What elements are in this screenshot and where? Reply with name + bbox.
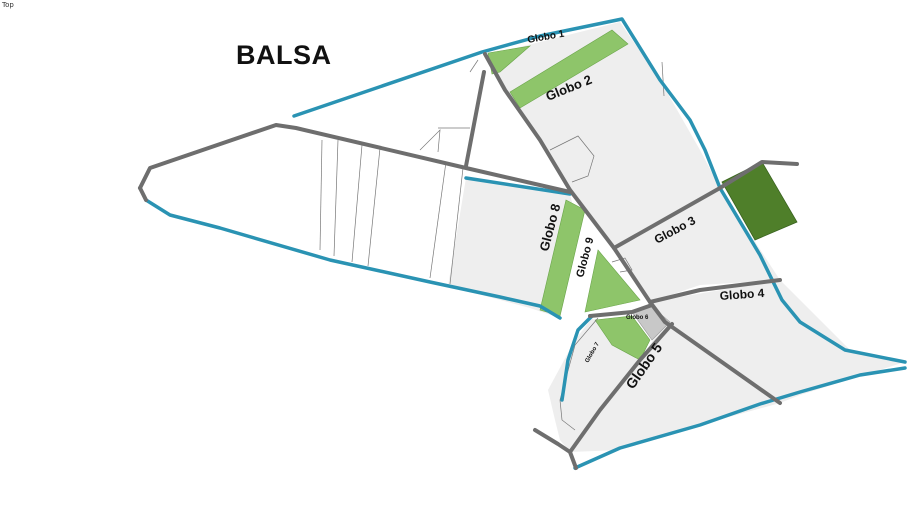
road-globo-5 [568, 322, 674, 454]
road-west-tip [138, 186, 148, 202]
vegetation-globo-2 [509, 29, 629, 109]
river-north [292, 17, 907, 364]
road-west [138, 123, 572, 194]
vegetation-globo-9 [584, 249, 641, 313]
parcel-globo-5 [570, 322, 780, 452]
thin-boundaries [319, 59, 665, 431]
road-south-spur [533, 428, 578, 470]
roads [138, 52, 799, 470]
map-title: BALSA [236, 40, 332, 70]
road-main [483, 52, 782, 405]
label-globo-4: Globo 4 [719, 286, 765, 303]
river-globo7 [560, 314, 594, 402]
road-northwest [464, 70, 486, 168]
river-west [144, 198, 562, 320]
road-globo-3 [612, 160, 799, 250]
parcel-globo-4 [650, 280, 905, 403]
river-lines [144, 17, 907, 470]
river-south [573, 366, 907, 470]
view-label: Top [2, 1, 14, 9]
label-globo-6: Globo 6 [626, 315, 649, 321]
river-mid [464, 176, 572, 196]
road-globo-4 [648, 278, 782, 304]
vegetation-globo-6 [594, 315, 651, 361]
road-globo-6 [588, 303, 654, 318]
